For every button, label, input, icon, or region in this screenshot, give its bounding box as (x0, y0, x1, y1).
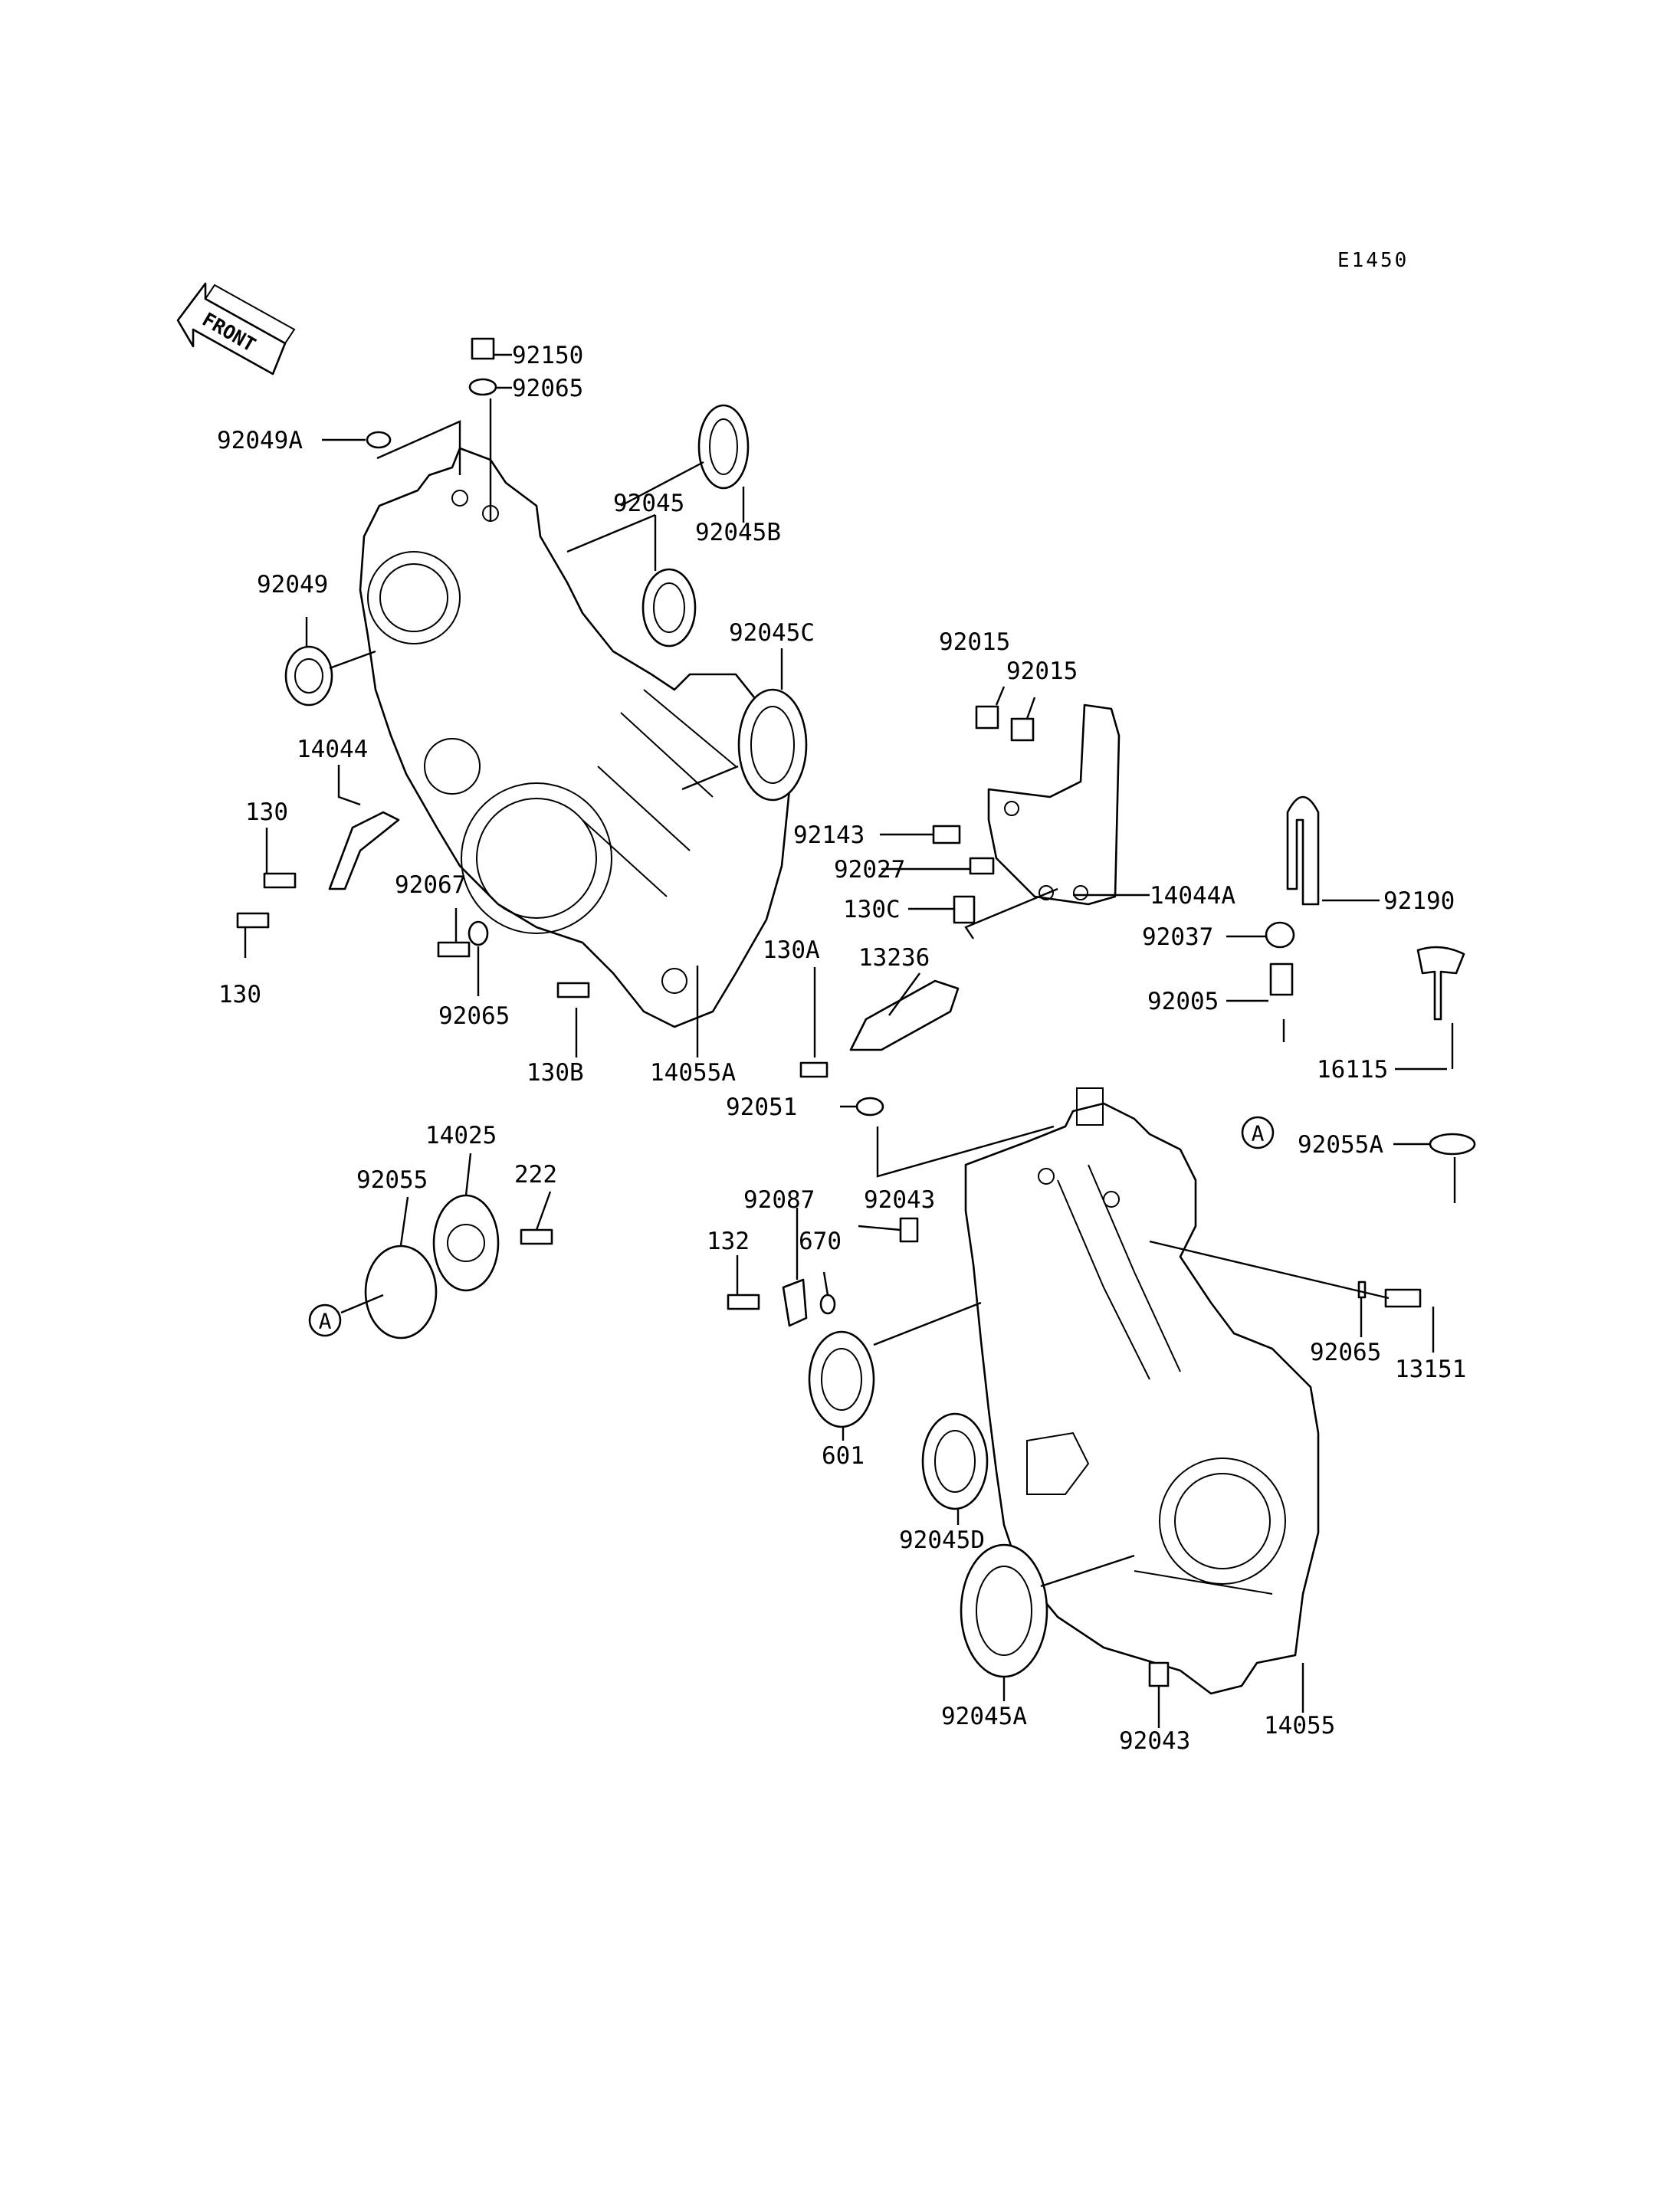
reference-marker-a-left (308, 1303, 342, 1337)
callout-92043-b: 92043 (1119, 1727, 1190, 1755)
callout-92067: 92067 (395, 871, 466, 899)
callout-92150: 92150 (512, 342, 583, 369)
callout-92049A: 92049A (217, 427, 303, 454)
callout-132: 132 (707, 1228, 750, 1255)
left-crankcase-housing (359, 447, 791, 1028)
callout-130A: 130A (763, 936, 820, 964)
diagram-code: E1450 (1337, 249, 1409, 272)
reference-marker-a-left-label: A (319, 1309, 332, 1334)
callout-92049: 92049 (257, 571, 328, 598)
callout-92045B: 92045B (695, 519, 781, 546)
small-parts (236, 337, 1476, 1687)
callout-92143: 92143 (793, 821, 865, 849)
callout-92065-b: 92065 (438, 1002, 510, 1030)
reference-marker-a-right (1241, 1116, 1275, 1149)
callout-92045: 92045 (613, 490, 684, 517)
callout-601: 601 (822, 1442, 865, 1470)
callout-92015-b: 92015 (1006, 657, 1078, 685)
callout-92045D: 92045D (899, 1526, 985, 1554)
callout-92055: 92055 (356, 1166, 428, 1194)
callout-92045C: 92045C (729, 619, 815, 647)
callout-13236: 13236 (858, 944, 930, 972)
callout-16115: 16115 (1317, 1056, 1388, 1084)
right-crankcase-housing (964, 1087, 1320, 1695)
callout-92087: 92087 (743, 1186, 815, 1214)
callout-92043-a: 92043 (864, 1186, 935, 1214)
callout-222: 222 (514, 1161, 557, 1189)
callout-92065-a: 92065 (512, 375, 583, 402)
bracket-14044A (987, 703, 1121, 906)
callout-92005: 92005 (1147, 988, 1219, 1015)
callout-130C: 130C (843, 896, 901, 923)
callout-92055A: 92055A (1298, 1131, 1383, 1159)
reference-markers: A A (308, 1116, 1275, 1337)
leader-lines (244, 353, 1456, 1728)
callout-92051: 92051 (726, 1094, 797, 1121)
front-direction-arrow: FRONT (176, 282, 296, 375)
callout-130-b: 130 (218, 981, 261, 1008)
callout-14044: 14044 (297, 736, 368, 763)
callout-92015-a: 92015 (939, 628, 1010, 656)
callout-92045A: 92045A (941, 1703, 1027, 1730)
callout-14044A: 14044A (1150, 882, 1235, 910)
callout-92037: 92037 (1142, 923, 1213, 951)
callout-130B: 130B (527, 1059, 584, 1087)
callout-13151: 13151 (1395, 1356, 1466, 1383)
callout-130-a: 130 (245, 798, 288, 826)
callout-labels: 92150 92065 92049A 92045 92045B 92049 92… (217, 342, 1466, 1755)
callout-14025: 14025 (425, 1122, 497, 1149)
callout-14055: 14055 (1264, 1712, 1335, 1740)
callout-92190: 92190 (1383, 887, 1455, 915)
callout-670: 670 (799, 1228, 842, 1255)
reference-marker-a-right-label: A (1252, 1121, 1265, 1146)
callout-92065-c: 92065 (1310, 1339, 1381, 1366)
callout-14055A: 14055A (650, 1059, 736, 1087)
callout-92027: 92027 (834, 856, 905, 884)
